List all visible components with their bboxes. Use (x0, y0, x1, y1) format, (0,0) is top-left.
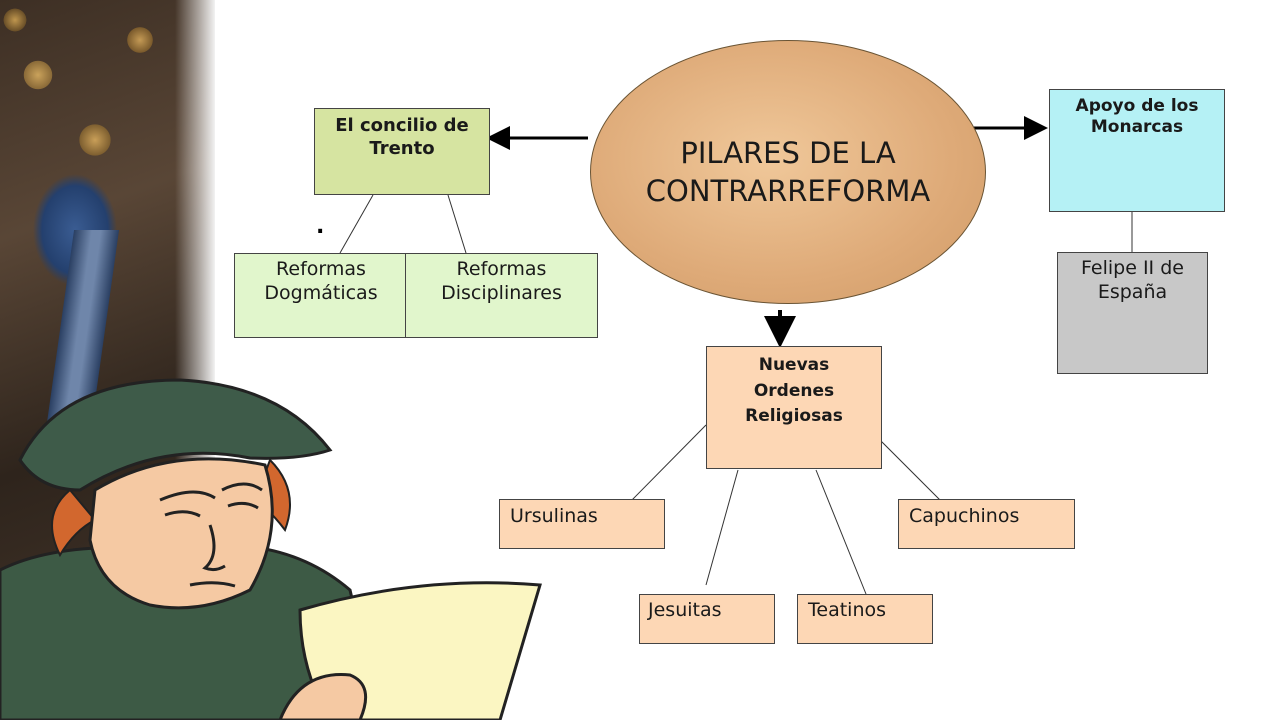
cartoon-face (88, 457, 274, 610)
line-trento-disciplinares (447, 194, 467, 254)
ordenes-label: Nuevas Ordenes Religiosas (745, 355, 843, 426)
line-ordenes-teatinos (815, 469, 867, 595)
teatinos-label: Teatinos (808, 599, 887, 621)
cartoon-hat (18, 378, 333, 492)
cartoon-hair (51, 488, 97, 558)
cartoon-eye-right (227, 501, 259, 510)
monarcas-label: Apoyo de los Monarcas (1075, 96, 1199, 138)
reformas-dogmaticas-box: Reformas Dogmáticas (234, 253, 408, 338)
line-ordenes-capuchinos (879, 439, 941, 501)
trento-label: El concilio de Trento (335, 115, 469, 159)
line-ordenes-jesuitas (705, 469, 739, 586)
cartoon-nose (202, 524, 226, 572)
reformas-disciplinares-label: Reformas Disciplinares (441, 258, 562, 304)
ursulinas-label: Ursulinas (510, 505, 598, 527)
capuchinos-box: Capuchinos (898, 499, 1075, 549)
ursulinas-box: Ursulinas (499, 499, 665, 549)
cartoon-figure-illustration (0, 378, 542, 720)
felipe-label: Felipe II de España (1081, 257, 1184, 303)
line-ordenes-ursulinas (631, 424, 707, 501)
cartoon-hand (278, 673, 368, 720)
teatinos-box: Teatinos (797, 594, 933, 644)
reformas-disciplinares-box: Reformas Disciplinares (405, 253, 598, 338)
central-topic-ellipse: PILARES DE LA CONTRARREFORMA (590, 40, 986, 304)
reformas-dogmaticas-label: Reformas Dogmáticas (264, 258, 378, 304)
cartoon-eye-left (164, 510, 201, 518)
cartoon-brow (159, 482, 263, 502)
capuchinos-label: Capuchinos (909, 505, 1020, 527)
jesuitas-box: Jesuitas (639, 594, 775, 644)
cartoon-mouth (189, 581, 236, 588)
jesuitas-label: Jesuitas (648, 599, 722, 621)
ordenes-box: Nuevas Ordenes Religiosas (706, 346, 882, 469)
monarcas-box: Apoyo de los Monarcas (1049, 89, 1225, 212)
stray-mark: . (316, 214, 325, 239)
felipe-box: Felipe II de España (1057, 252, 1208, 374)
trento-box: El concilio de Trento (314, 108, 490, 195)
line-trento-dogmaticas (339, 194, 374, 254)
central-topic-label: PILARES DE LA CONTRARREFORMA (645, 135, 931, 208)
